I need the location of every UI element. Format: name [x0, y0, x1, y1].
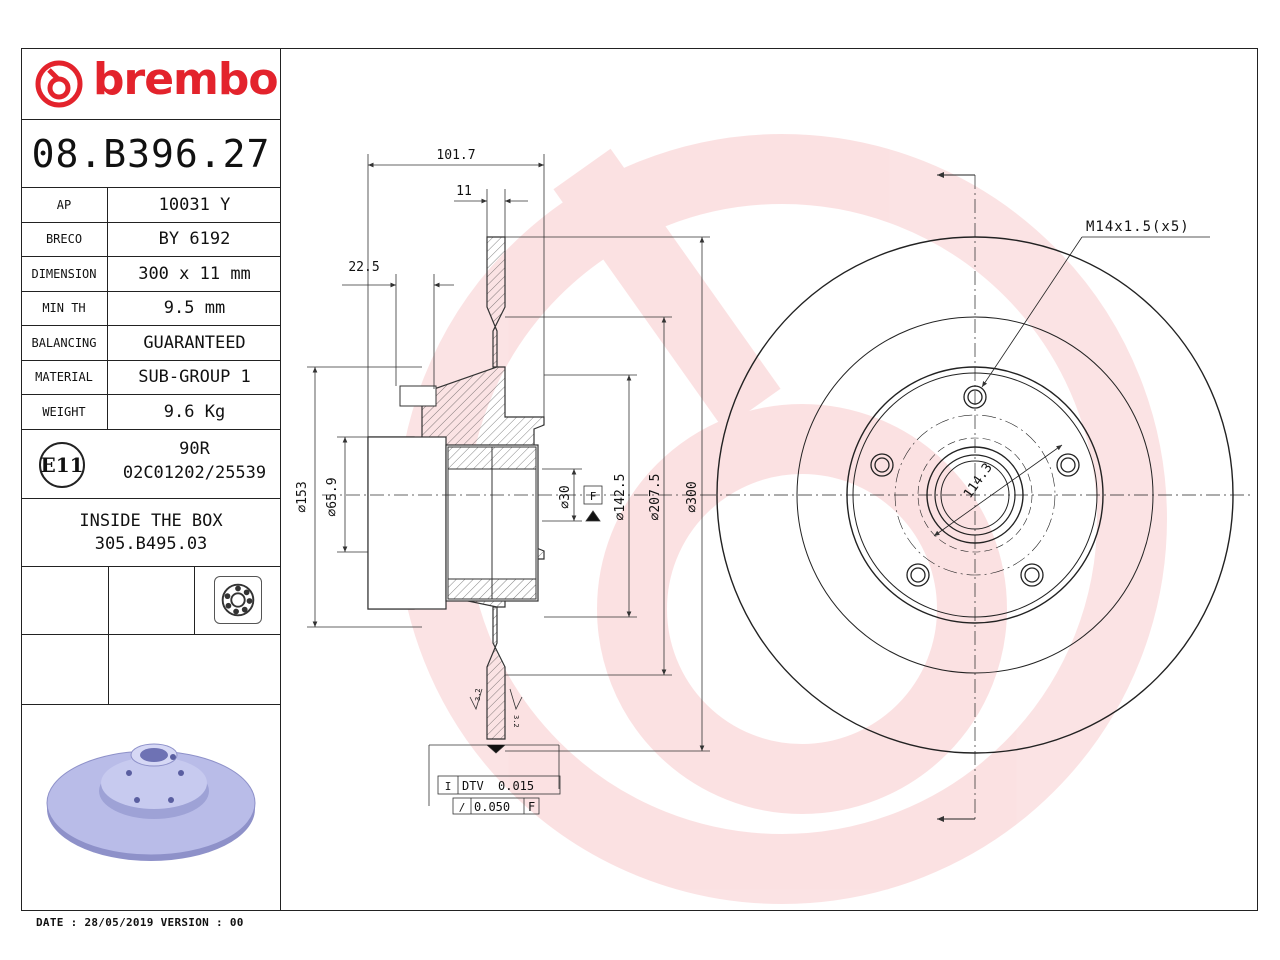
bearing-kit-icon: [214, 576, 262, 624]
spec-value: 300 x 11 mm: [138, 263, 251, 284]
dim-bore-dia: ⌀65.9: [325, 477, 340, 516]
certification-value: 90R 02C01202/25539: [108, 437, 281, 485]
kit-row: [21, 567, 281, 635]
spec-row-breco: BRECO BY 6192: [21, 222, 281, 257]
dim-pcd-outer: ⌀207.5: [648, 474, 663, 521]
surface-right: 3.2: [512, 715, 520, 728]
spec-label: MIN TH: [21, 291, 108, 325]
spec-label: MATERIAL: [21, 360, 108, 394]
section-dimensions: [307, 154, 710, 815]
cert-line2: 02C01202/25539: [122, 463, 267, 483]
runout-value: 0.050: [474, 800, 510, 814]
inside-box-row: INSIDE THE BOX 305.B495.03: [21, 499, 281, 567]
spec-row-material: MATERIAL SUB-GROUP 1: [21, 360, 281, 395]
footer-date-version: DATE : 28/05/2019 VERSION : 00: [36, 916, 244, 929]
spec-value: GUARANTEED: [143, 332, 246, 353]
front-view: [702, 172, 1250, 822]
bolt-spec: M14x1.5(x5): [1086, 219, 1190, 235]
spec-row-min-th: MIN TH 9.5 mm: [21, 291, 281, 326]
spec-value: 9.5 mm: [163, 298, 226, 319]
dimension-labels: 101.7 11 22.5 ⌀153 ⌀65.9 ⌀30 F ⌀142.5 ⌀2…: [295, 148, 1190, 814]
dtv-label: DTV: [462, 779, 484, 793]
technical-drawing: 101.7 11 22.5 ⌀153 ⌀65.9 ⌀30 F ⌀142.5 ⌀2…: [295, 134, 1250, 904]
spec-label: DIMENSION: [21, 257, 108, 291]
dim-thickness: 11: [456, 184, 472, 199]
spec-value: 10031 Y: [158, 194, 231, 215]
dim-overall-width: 101.7: [436, 148, 475, 163]
inside-box-part: 305.B495.03: [94, 534, 208, 554]
section-view: [322, 236, 702, 740]
spec-value: SUB-GROUP 1: [138, 367, 251, 388]
dim-bearing-dia: ⌀30: [558, 485, 573, 508]
dim-offset: 22.5: [348, 260, 379, 275]
title-block: [21, 48, 281, 911]
cert-line1: 90R: [179, 439, 210, 459]
brembo-watermark-icon: [397, 134, 1167, 904]
datum-f: F: [590, 490, 597, 503]
disc-render-image: [46, 743, 256, 861]
brembo-logo-icon: [35, 60, 83, 108]
spec-row-ap: AP 10031 Y: [21, 188, 281, 223]
drawing-sheet: [21, 48, 1258, 911]
e11-badge-icon: E11: [39, 442, 85, 488]
spec-label: AP: [21, 188, 108, 222]
spec-row-balancing: BALANCING GUARANTEED: [21, 326, 281, 361]
spec-label: WEIGHT: [21, 395, 108, 429]
dim-hub-dia: ⌀153: [295, 481, 310, 512]
spec-row-weight: WEIGHT 9.6 Kg: [21, 395, 281, 430]
spec-label: BALANCING: [21, 326, 108, 360]
dtv-value: 0.015: [498, 779, 534, 793]
dim-pcd-inner: ⌀142.5: [613, 474, 628, 521]
dtv-icon: I: [445, 780, 452, 793]
inside-box-label: INSIDE THE BOX: [79, 511, 223, 531]
spec-value: 9.6 Kg: [163, 401, 226, 422]
bearing-section: [447, 446, 537, 600]
surface-left: 3.2: [474, 688, 482, 701]
dim-disc-dia: ⌀300: [685, 481, 700, 512]
spec-label: BRECO: [21, 222, 108, 256]
spec-row-dimension: DIMENSION 300 x 11 mm: [21, 257, 281, 292]
spec-value: BY 6192: [158, 229, 231, 250]
brand-name: brembo: [93, 54, 279, 105]
runout-icon: /: [459, 801, 466, 814]
part-number: 08.B396.27: [21, 120, 281, 188]
certification-row: E11 90R 02C01202/25539: [21, 429, 281, 499]
runout-datum: F: [528, 800, 535, 814]
blank-row: [21, 635, 281, 705]
brand-logo: brembo: [21, 48, 281, 120]
